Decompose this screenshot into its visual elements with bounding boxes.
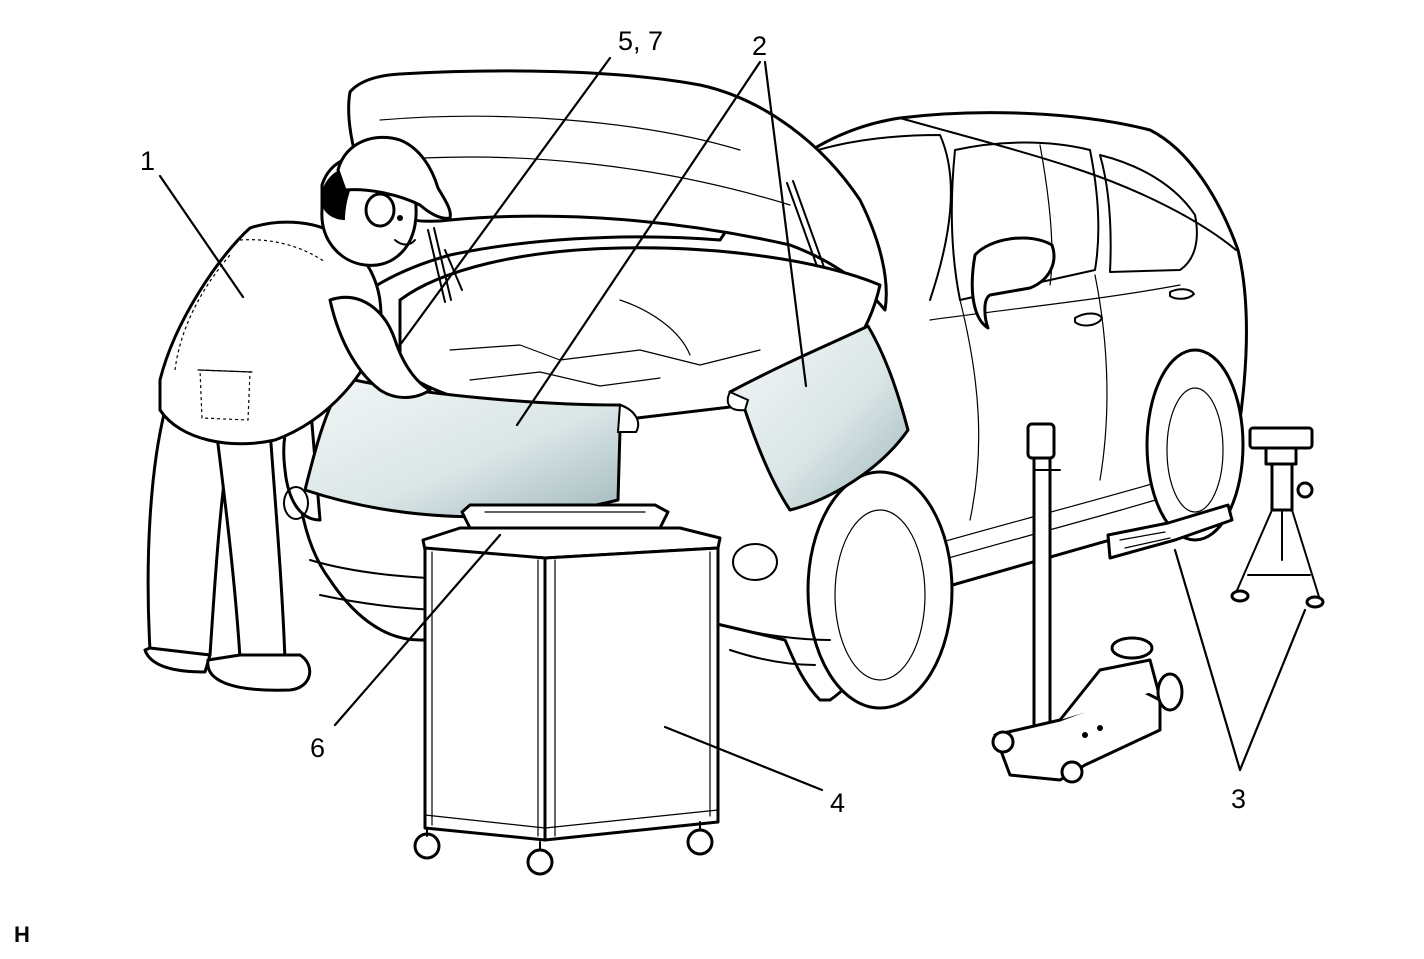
figure-code: H xyxy=(14,922,30,947)
leader-lines xyxy=(158,56,1307,792)
tools xyxy=(427,227,463,303)
callout-label-parts-tray: 6 xyxy=(310,733,325,763)
fender-cover-right xyxy=(728,324,910,512)
callout-label-worker: 1 xyxy=(140,146,155,176)
cart xyxy=(413,503,722,876)
worker-shoe-right xyxy=(206,653,312,692)
jack-stand xyxy=(1230,426,1325,609)
fender-covers xyxy=(303,324,910,519)
parts-tray xyxy=(460,503,670,530)
callout-label-cart: 4 xyxy=(830,788,845,818)
callout-label-stands-and-blocks: 3 xyxy=(1231,784,1246,814)
callout-label-fender-covers: 2 xyxy=(752,31,767,61)
floor-jack xyxy=(991,422,1184,784)
callout-label-tools-tray: 5, 7 xyxy=(618,26,663,56)
worker xyxy=(143,135,452,692)
fender-cover-left xyxy=(303,376,639,519)
worker-cap xyxy=(336,135,452,220)
worker-torso xyxy=(158,220,383,446)
wheel-chock xyxy=(1106,503,1234,560)
